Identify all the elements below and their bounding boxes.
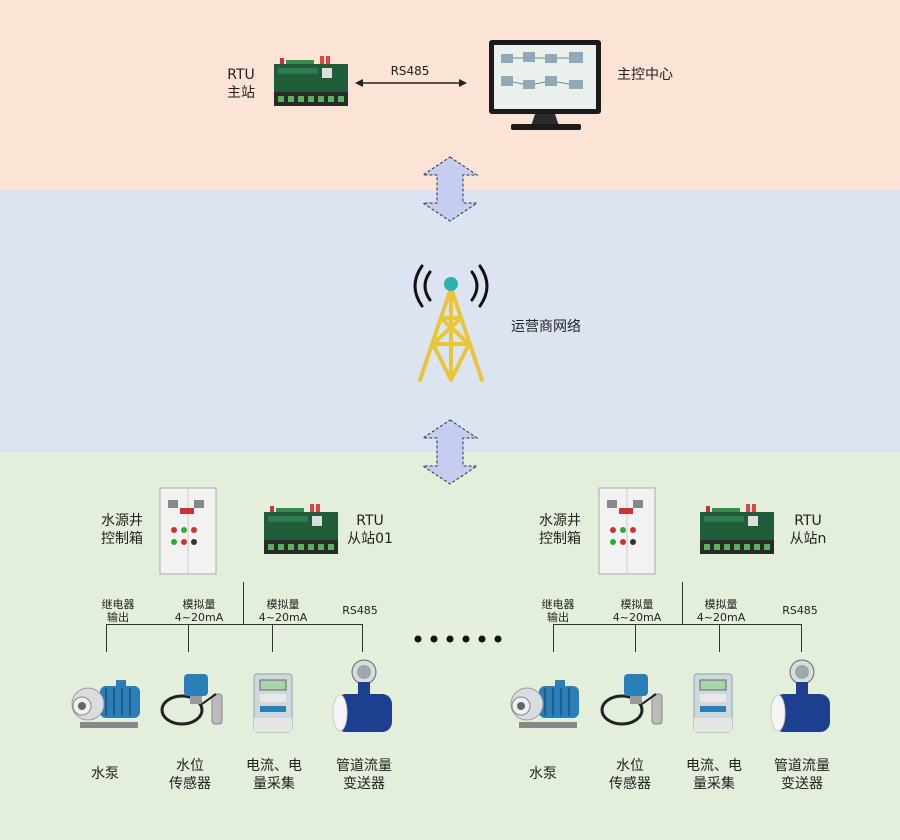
level-sensor-label: 水位 传感器 <box>169 758 211 792</box>
power-meter-label: 电流、电 量采集 <box>686 758 742 792</box>
rtu-slave-device <box>698 504 776 554</box>
carrier-network-tower <box>408 262 494 386</box>
rtu-slave-label: RTU 从站n <box>789 513 827 547</box>
power-meter <box>252 672 294 734</box>
control-cabinet-icon <box>598 487 656 575</box>
signal-tower-icon <box>413 264 489 382</box>
pipe-flow-meter <box>768 658 836 738</box>
rtu-slave-device <box>262 504 340 554</box>
monitor-icon <box>489 40 601 130</box>
bus-drop <box>719 624 720 652</box>
relay-output-label: 继电器 输出 <box>541 598 575 624</box>
double-arrow-icon <box>421 156 479 222</box>
water-level-sensor <box>598 668 672 732</box>
bus-drop <box>635 624 636 652</box>
analog-signal-label: 模拟量 4~20mA <box>612 598 662 624</box>
rtu-master-label: RTU 主站 <box>227 67 255 101</box>
rtu-master-device <box>272 56 350 106</box>
analog-signal-label: 模拟量 4~20mA <box>258 598 308 624</box>
level-sensor-label: 水位 传感器 <box>609 758 651 792</box>
more-sites-ellipsis <box>414 635 502 643</box>
flow-meter-label: 管道流量 变送器 <box>336 758 392 792</box>
signal-bus <box>106 624 362 625</box>
rtu-slave-label: RTU 从站01 <box>347 513 393 547</box>
rs485-signal-label: RS485 <box>342 604 378 617</box>
flow-meter-icon <box>770 659 830 732</box>
bus-drop <box>106 624 107 652</box>
water-well-control-cabinet <box>158 486 217 575</box>
pump-label: 水泵 <box>529 766 557 782</box>
power-meter-icon <box>253 673 293 733</box>
analog-signal-label: 模拟量 4~20mA <box>174 598 224 624</box>
control-cabinet-icon <box>159 487 217 575</box>
analog-signal-label: 模拟量 4~20mA <box>696 598 746 624</box>
bus-trunk <box>243 582 244 624</box>
water-pump-icon <box>510 680 579 728</box>
rs485-link-label: RS485 <box>390 64 430 78</box>
bus-drop <box>272 624 273 652</box>
control-center-label: 主控中心 <box>617 67 673 83</box>
water-pump <box>505 676 585 732</box>
control-center-monitor <box>487 38 605 134</box>
signal-bus <box>553 624 801 625</box>
carrier-network-label: 运营商网络 <box>511 319 581 335</box>
bus-drop <box>801 624 802 652</box>
bidirectional-link-icon <box>355 79 467 87</box>
rs485-signal-label: RS485 <box>782 604 818 617</box>
flow-meter-label: 管道流量 变送器 <box>774 758 830 792</box>
water-level-sensor <box>158 668 232 732</box>
water-well-cabinet-label: 水源井 控制箱 <box>539 513 581 547</box>
water-pump-icon <box>71 680 140 728</box>
double-arrow-icon <box>421 419 479 485</box>
level-sensor-icon <box>600 674 663 726</box>
bus-drop <box>553 624 554 652</box>
pump-label: 水泵 <box>91 766 119 782</box>
rtu-device-icon <box>700 504 774 554</box>
level-sensor-icon <box>160 674 223 726</box>
bus-drop <box>362 624 363 652</box>
pipe-flow-meter <box>330 658 398 738</box>
water-well-cabinet-label: 水源井 控制箱 <box>101 513 143 547</box>
water-pump <box>66 676 146 732</box>
water-well-control-cabinet <box>597 486 656 575</box>
bus-trunk <box>682 582 683 624</box>
power-meter-icon <box>693 673 733 733</box>
bus-drop <box>188 624 189 652</box>
rtu-device-icon <box>274 56 348 106</box>
power-meter <box>692 672 734 734</box>
power-meter-label: 电流、电 量采集 <box>246 758 302 792</box>
rtu-device-icon <box>264 504 338 554</box>
flow-meter-icon <box>332 659 392 732</box>
relay-output-label: 继电器 输出 <box>101 598 135 624</box>
